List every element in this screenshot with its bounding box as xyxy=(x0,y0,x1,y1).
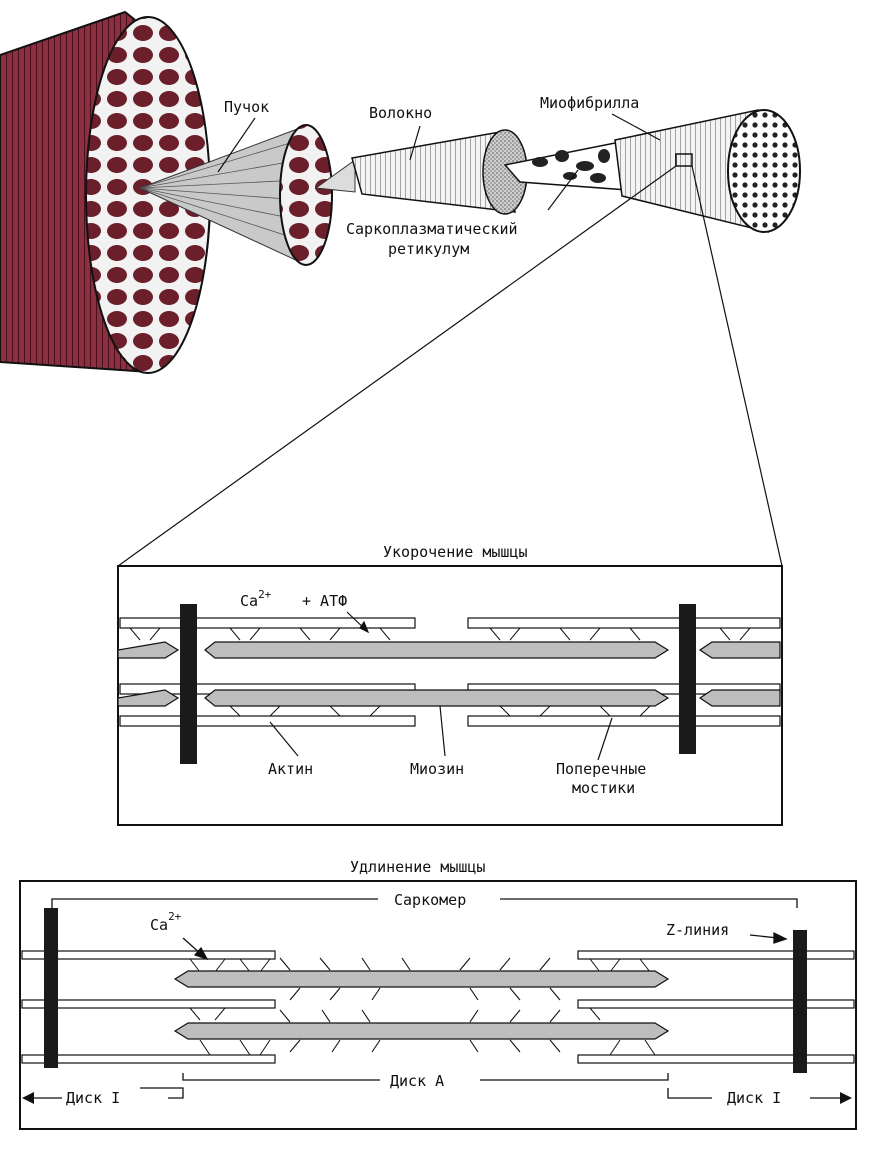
myosin-filament xyxy=(698,689,781,707)
contraction-atp-label: + АТФ xyxy=(302,592,347,610)
arrow-left-icon xyxy=(22,1092,34,1104)
relaxation-panel: Удлинение мышцы Саркомер xyxy=(19,858,857,1130)
bundle-cross-section xyxy=(279,124,333,266)
contraction-ca-label: Ca2+ xyxy=(240,588,272,610)
label-sr-line2: ретикулум xyxy=(388,240,469,258)
myofibril-end xyxy=(727,109,801,233)
relaxation-cross-bridges xyxy=(189,958,656,1056)
label-myosin: Миозин xyxy=(410,760,464,778)
label-actin: Актин xyxy=(268,760,313,778)
reticulum-holes xyxy=(532,149,610,183)
label-disk-i-right: Диск I xyxy=(727,1089,781,1107)
label-sr-line1: Саркоплазматический xyxy=(346,220,518,238)
relaxation-z-line-right xyxy=(793,930,807,1073)
contraction-z-disc-left xyxy=(180,604,197,764)
myosin-filament xyxy=(698,641,781,659)
contraction-leaders xyxy=(269,611,613,761)
relaxation-actin-filaments xyxy=(21,950,855,1064)
myosin-filament xyxy=(173,1022,670,1040)
relaxation-ca-label: Ca2+ xyxy=(150,910,182,934)
relaxation-myosin-filaments xyxy=(173,970,670,1040)
label-fiber: Волокно xyxy=(369,104,432,122)
contraction-myosin-filaments xyxy=(117,641,781,707)
label-disk-i-left: Диск I xyxy=(66,1089,120,1107)
myosin-filament xyxy=(117,641,180,659)
relaxation-myosin-heads xyxy=(279,957,561,1053)
disk-arrows xyxy=(22,1092,852,1104)
myosin-filament xyxy=(173,970,670,988)
contraction-panel: Укорочение мышцы xyxy=(117,543,783,826)
arrow-right-icon xyxy=(840,1092,852,1104)
myosin-filament xyxy=(117,689,180,707)
bundle-ray-lines xyxy=(139,139,301,241)
top-leader-lines xyxy=(217,113,661,211)
disk-brackets xyxy=(30,1073,845,1099)
contraction-title: Укорочение мышцы xyxy=(383,543,528,561)
myofibril-zoom-box xyxy=(675,153,693,167)
muscle-illustration: Пучок Волокно Миофибрилла Саркоплазматич… xyxy=(0,10,801,567)
relaxation-title: Удлинение мышцы xyxy=(350,858,485,876)
sarcomere-bracket xyxy=(51,898,798,908)
myosin-filament xyxy=(204,689,670,707)
label-sarcomere: Саркомер xyxy=(394,891,466,909)
fiber-cylinder xyxy=(351,131,516,213)
label-z-line: Z-линия xyxy=(666,921,729,939)
label-bundle: Пучок xyxy=(224,98,269,116)
relaxation-leaders xyxy=(182,931,788,961)
contraction-z-disc-right xyxy=(679,604,696,754)
myosin-filament xyxy=(204,641,670,659)
contraction-actin-filaments xyxy=(119,617,781,727)
fiber-cone xyxy=(314,159,356,193)
relaxation-z-line-left xyxy=(44,908,58,1068)
label-disk-a: Диск A xyxy=(390,1072,444,1090)
zoom-lines xyxy=(117,165,783,567)
label-cross-bridges-line2: мостики xyxy=(572,779,635,797)
label-myofibril: Миофибрилла xyxy=(540,94,639,112)
label-cross-bridges-line1: Поперечные xyxy=(556,760,646,778)
